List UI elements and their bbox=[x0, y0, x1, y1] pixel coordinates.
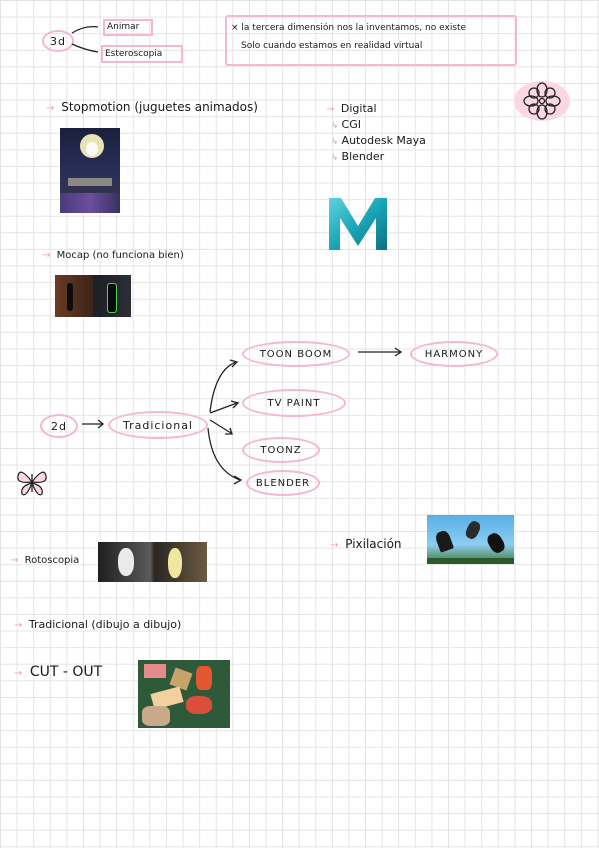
digital-item: ↳CGI bbox=[331, 118, 361, 131]
tradicional-dibujo-heading: → Tradicional (dibujo a dibujo) bbox=[14, 618, 181, 631]
tradicional-dibujo-label: Tradicional (dibujo a dibujo) bbox=[28, 618, 182, 631]
digital-item-label: CGI bbox=[341, 118, 361, 131]
arrow-icon: → bbox=[330, 540, 339, 551]
arrow-icon: → bbox=[326, 104, 335, 115]
tradicional-label: Tradicional bbox=[122, 418, 193, 432]
cutout-label: CUT - OUT bbox=[29, 664, 103, 680]
arrow-icon: → bbox=[46, 103, 55, 114]
tv-paint-label: TV PAINT bbox=[267, 397, 321, 409]
arrow-icon: → bbox=[14, 668, 23, 679]
digital-heading: → Digital bbox=[326, 102, 377, 115]
pixilacion-label: Pixilación bbox=[345, 537, 402, 551]
tradicional-oval: Tradicional bbox=[108, 411, 208, 439]
branch-esteroscopia-label: Esteroscopia bbox=[105, 49, 163, 59]
digital-item: ↳Autodesk Maya bbox=[331, 134, 426, 147]
harmony-label: HARMONY bbox=[424, 348, 484, 360]
branch-animar-label: Animar bbox=[107, 22, 140, 32]
rotoscopia-heading: → Rotoscopia bbox=[10, 555, 79, 566]
pixilacion-heading: → Pixilación bbox=[330, 537, 402, 551]
rotoscopia-photo bbox=[98, 542, 207, 582]
mocap-photo bbox=[55, 275, 131, 317]
harmony-oval: HARMONY bbox=[410, 341, 498, 367]
mocap-label: Mocap (no funciona bien) bbox=[56, 250, 184, 261]
cutout-heading: → CUT - OUT bbox=[14, 664, 102, 680]
label-3d-oval: 3d bbox=[42, 30, 74, 52]
label-2d: 2d bbox=[51, 419, 67, 433]
mocap-heading: → Mocap (no funciona bien) bbox=[42, 250, 184, 261]
note-mark: × bbox=[231, 23, 239, 33]
toon-boom-oval: TOON BOOM bbox=[242, 341, 350, 367]
stopmotion-label: Stopmotion (juguetes animados) bbox=[61, 100, 258, 114]
label-2d-oval: 2d bbox=[40, 414, 78, 438]
arrow-icon: → bbox=[42, 250, 51, 261]
blender-label: BLENDER bbox=[255, 477, 311, 489]
sub-arrow-icon: ↳ bbox=[331, 137, 339, 147]
butterfly-doodle-icon bbox=[17, 471, 47, 496]
nightmare-before-christmas-poster bbox=[60, 128, 120, 213]
arrow-icon: → bbox=[10, 555, 19, 566]
branch-animar: Animar bbox=[103, 19, 153, 36]
toonz-label: TOONZ bbox=[260, 444, 302, 456]
digital-item-label: Autodesk Maya bbox=[341, 134, 426, 147]
note-line-2: Solo cuando estamos en realidad virtual bbox=[241, 41, 423, 51]
digital-label: Digital bbox=[340, 102, 377, 115]
branch-esteroscopia: Esteroscopia bbox=[101, 45, 183, 63]
cutout-photo bbox=[138, 660, 230, 728]
toon-boom-label: TOON BOOM bbox=[259, 348, 333, 360]
sub-arrow-icon: ↳ bbox=[331, 121, 339, 131]
digital-item-label: Blender bbox=[341, 150, 385, 163]
toonz-oval: TOONZ bbox=[242, 437, 320, 463]
stopmotion-heading: → Stopmotion (juguetes animados) bbox=[46, 100, 258, 114]
digital-item: ↳Blender bbox=[331, 150, 384, 163]
flower-doodle-icon bbox=[514, 81, 570, 121]
pixilacion-photo bbox=[427, 515, 514, 564]
tv-paint-oval: TV PAINT bbox=[242, 389, 346, 417]
note-line-1: la tercera dimensión nos la inventamos, … bbox=[241, 23, 467, 33]
blender-oval: BLENDER bbox=[246, 470, 320, 496]
autodesk-maya-logo bbox=[329, 198, 387, 250]
sub-arrow-icon: ↳ bbox=[331, 153, 339, 163]
note-box: × la tercera dimensión nos la inventamos… bbox=[225, 15, 517, 66]
label-3d: 3d bbox=[50, 34, 66, 48]
arrow-icon: → bbox=[14, 620, 23, 631]
rotoscopia-label: Rotoscopia bbox=[24, 555, 80, 566]
